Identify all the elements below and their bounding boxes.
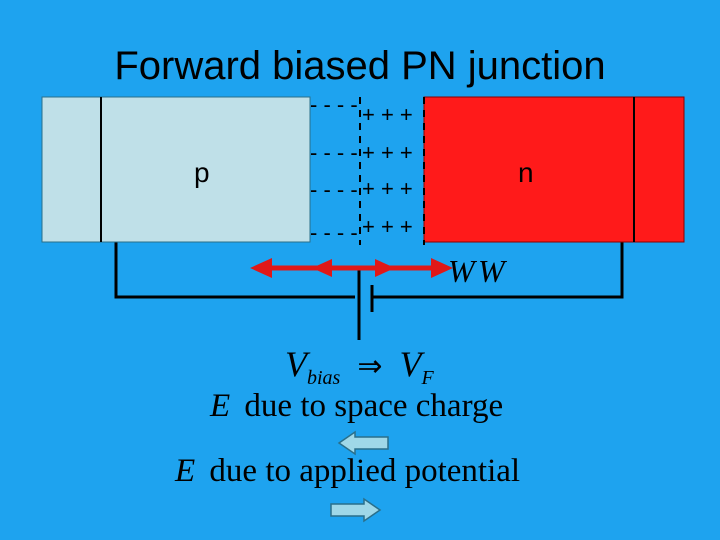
- v-bias-subscript: bias: [307, 367, 341, 389]
- field-symbol: E: [210, 388, 231, 424]
- field-arrow-right-icon: [330, 497, 382, 523]
- width-label: W: [478, 253, 508, 289]
- p-region: [41, 96, 311, 243]
- width-label: W: [448, 253, 478, 289]
- v-f-symbol: V: [399, 344, 422, 384]
- field-symbol: E: [175, 453, 196, 489]
- width-labels: W W: [448, 253, 508, 289]
- pos-charge-row: + + +: [362, 176, 413, 201]
- field-arrow-left-icon: [337, 430, 389, 456]
- circuit-wires: [114, 242, 624, 340]
- neg-charge-row: - - - -: [310, 92, 358, 117]
- n-region-label: n: [518, 157, 534, 188]
- implies-arrow: ⇒: [357, 350, 383, 383]
- field-description: due to applied potential: [209, 453, 521, 489]
- page-title: Forward biased PN junction: [114, 44, 606, 88]
- neg-charge-row: - - - -: [310, 177, 358, 202]
- n-region: [423, 96, 685, 243]
- pos-charge-row: + + +: [362, 214, 413, 239]
- neg-charge-row: - - - -: [310, 220, 358, 245]
- width-arrows: [250, 258, 453, 278]
- v-bias-symbol: V: [285, 344, 307, 384]
- negative-charges: - - - - - - - - - - - - - - - -: [310, 92, 358, 245]
- field-description: due to space charge: [244, 388, 504, 424]
- pos-charge-row: + + +: [362, 102, 413, 127]
- depletion-boundaries: [359, 97, 425, 245]
- v-f-subscript: F: [421, 367, 434, 389]
- bias-equation: Vbias ⇒ VF: [285, 343, 434, 389]
- applied-field-label: E due to applied potential: [175, 453, 520, 490]
- space-charge-field-label: E due to space charge: [210, 388, 503, 425]
- p-region-label: p: [194, 157, 210, 188]
- neg-charge-row: - - - -: [310, 140, 358, 165]
- positive-charges: + + + + + + + + + + + +: [362, 102, 413, 239]
- pos-charge-row: + + +: [362, 140, 413, 165]
